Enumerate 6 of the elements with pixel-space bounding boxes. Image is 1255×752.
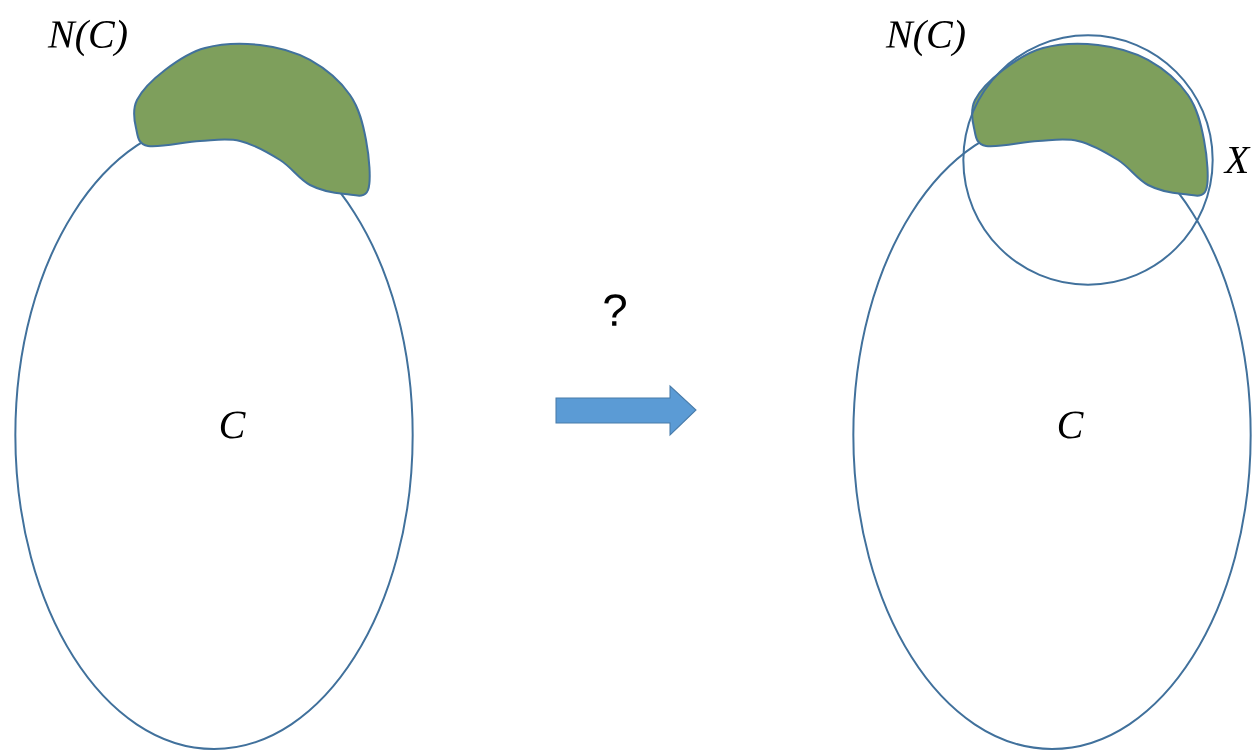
set-label: N(C) [885, 19, 965, 57]
set-label: N(C) [47, 19, 127, 57]
set-label: C [1058, 411, 1084, 439]
question-mark: ? [604, 294, 626, 326]
set-label: X [1223, 146, 1251, 174]
set-label: C [220, 411, 246, 439]
